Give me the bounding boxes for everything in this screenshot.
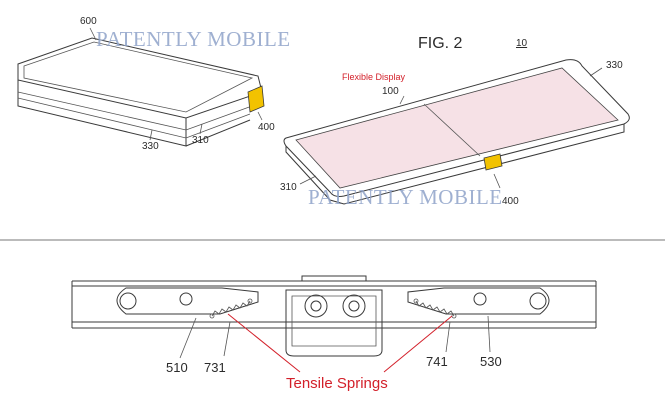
tensile-springs-annotation: Tensile Springs (286, 375, 388, 392)
label-400-folded: 400 (258, 122, 275, 133)
label-330-folded: 330 (142, 141, 159, 152)
label-741: 741 (426, 354, 448, 369)
label-400-unfolded: 400 (502, 196, 519, 207)
watermark-top: PATENTLY MOBILE (96, 27, 291, 51)
label-310-unfolded: 310 (280, 182, 297, 193)
watermark-bottom: PATENTLY MOBILE (308, 185, 503, 209)
figure-ref-number: 10 (516, 38, 528, 49)
label-600: 600 (80, 16, 97, 27)
hinge-section (71, 275, 597, 373)
figure-title: FIG. 2 (418, 35, 463, 52)
label-100: 100 (382, 86, 399, 97)
flexible-display-caption: Flexible Display (342, 72, 406, 82)
folded-device (17, 27, 265, 147)
folded-hinge-block (247, 85, 265, 113)
label-530: 530 (480, 354, 502, 369)
unfolded-device (283, 59, 630, 205)
label-330-unfolded: 330 (606, 60, 623, 71)
flexible-display (295, 67, 619, 189)
label-310-folded: 310 (192, 135, 209, 146)
unfolded-hinge-block (483, 153, 503, 171)
label-731: 731 (204, 360, 226, 375)
label-510: 510 (166, 360, 188, 375)
